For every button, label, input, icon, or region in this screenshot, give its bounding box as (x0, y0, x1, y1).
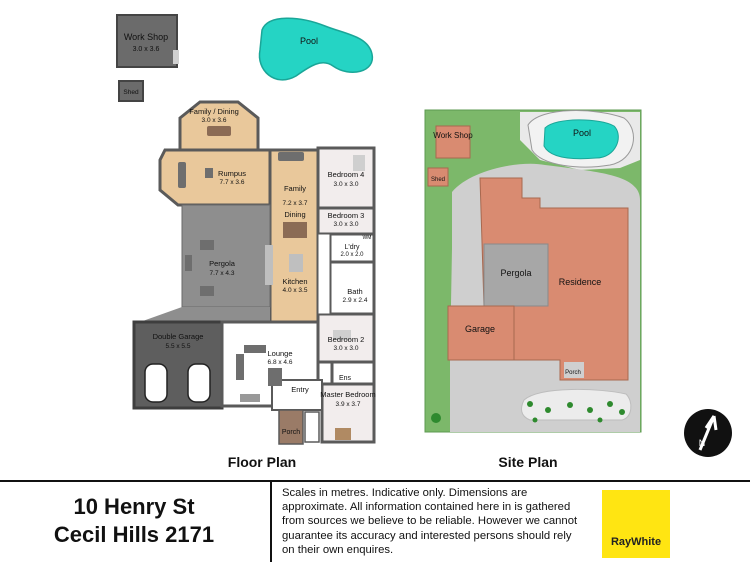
pool-label: Pool (300, 36, 318, 46)
family-dining-label: Family / Dining (189, 107, 239, 116)
bath-label: Bath (347, 287, 362, 296)
bedroom2-dims: 3.0 x 3.0 (334, 345, 359, 352)
compass-icon: N (684, 409, 732, 457)
pergola-dims: 7.7 x 4.3 (210, 270, 235, 277)
rumpus-dims: 7.7 x 3.6 (220, 179, 245, 186)
garage-dims: 5.5 x 5.5 (166, 343, 191, 350)
master-label: Master Bedroom (320, 390, 375, 399)
pergola-label: Pergola (209, 259, 236, 268)
bath-dims: 2.9 x 2.4 (343, 297, 368, 304)
raywhite-logo-text: RayWhite (610, 536, 662, 548)
bedroom2-label: Bedroom 2 (328, 335, 365, 344)
bedroom3-label: Bedroom 3 (328, 211, 365, 220)
workshop: Work Shop 3.0 x 3.6 (116, 14, 179, 68)
site-plan: Work Shop Pool Shed Pergola Residence Ga… (424, 109, 642, 470)
shed: Shed (118, 80, 144, 102)
family-label: Family (284, 184, 306, 193)
compass-label: N (699, 438, 706, 448)
site-shed-label: Shed (431, 177, 445, 183)
lounge-dims: 6.8 x 4.6 (268, 359, 293, 366)
laundry-dims: 2.0 x 2.0 (340, 252, 364, 258)
furniture (178, 126, 365, 440)
pool: Pool (258, 17, 374, 81)
kitchen-dims: 4.0 x 3.5 (283, 287, 308, 294)
bedroom3-dims: 3.0 x 3.0 (334, 221, 359, 228)
ensuite-label: Ens (339, 375, 352, 382)
footer-divider (0, 480, 750, 482)
workshop-dims: 3.0 x 3.6 (133, 46, 160, 53)
floor-plan-title: Floor Plan (228, 454, 296, 470)
address-line-1: 10 Henry St (73, 494, 195, 519)
disclaimer-text: Scales in metres. Indicative only. Dimen… (282, 487, 578, 556)
garage-label: Double Garage (153, 332, 204, 341)
pergola-extension (140, 307, 270, 322)
rumpus-label: Rumpus (218, 169, 246, 178)
site-workshop-label: Work Shop (433, 131, 473, 140)
car-icons (144, 363, 211, 403)
laundry-label: L'dry (345, 244, 360, 251)
lounge-label: Lounge (267, 349, 292, 358)
site-porch-label: Porch (565, 370, 581, 376)
pergola-area (181, 204, 271, 308)
bedroom4-dims: 3.0 x 3.0 (334, 181, 359, 188)
site-garage-label: Garage (465, 324, 495, 334)
raywhite-logo: RayWhite (602, 490, 670, 558)
entry-label: Entry (291, 385, 309, 394)
family-dims: 7.2 x 3.7 (283, 200, 308, 207)
wm-label: WM (363, 235, 372, 241)
site-pool-label: Pool (573, 128, 591, 138)
family-dining-dims: 3.0 x 3.6 (202, 117, 227, 124)
address-line-2: Cecil Hills 2171 (53, 522, 215, 547)
workshop-label: Work Shop (124, 32, 168, 42)
porch (278, 409, 304, 445)
dining-label: Dining (284, 210, 305, 219)
porch-label: Porch (282, 429, 300, 436)
kitchen-label: Kitchen (282, 277, 307, 286)
site-pergola-label: Pergola (500, 268, 531, 278)
site-plan-title: Site Plan (498, 454, 557, 470)
footer-vertical-divider (270, 481, 272, 562)
shed-label: Shed (123, 89, 139, 96)
rumpus-room (158, 148, 272, 207)
master-dims: 3.9 x 3.7 (336, 401, 361, 408)
bedroom4-label: Bedroom 4 (328, 170, 365, 179)
site-residence-label: Residence (559, 277, 602, 287)
